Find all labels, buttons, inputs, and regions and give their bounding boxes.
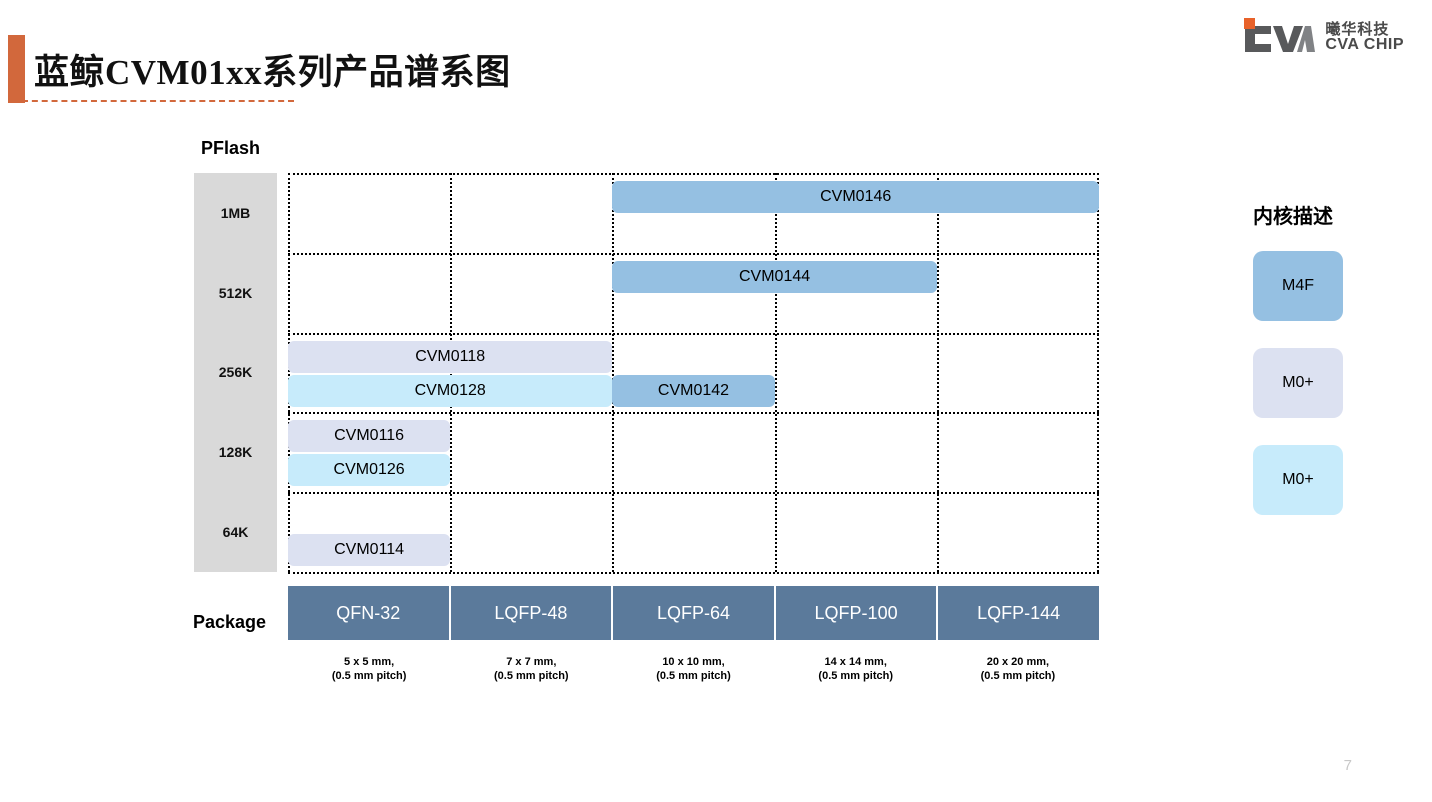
title-dashed-underline xyxy=(22,100,294,102)
logo-orange-square-icon xyxy=(1244,18,1256,29)
package-cell-label: LQFP-144 xyxy=(977,602,1061,623)
package-dimension-pitch: (0.5 mm pitch) xyxy=(331,670,407,683)
grid-line-horizontal xyxy=(288,173,1099,175)
package-dimension-size: 7 x 7 mm, xyxy=(506,656,557,668)
grid-line-horizontal xyxy=(288,412,1099,415)
package-dimension-lqfp-144: 20 x 20 mm, (0.5 mm pitch) xyxy=(937,655,1099,695)
package-dimension-size: 14 x 14 mm, xyxy=(824,656,887,668)
package-dimension-qfn-32: 5 x 5 mm, (0.5 mm pitch) xyxy=(288,655,450,695)
package-dimension-lqfp-100: 14 x 14 mm, (0.5 mm pitch) xyxy=(775,655,937,695)
page-number: 7 xyxy=(1343,757,1352,774)
pflash-tick-1mb: 1MB xyxy=(220,204,251,221)
legend-title: 内核描述 xyxy=(1253,206,1333,228)
pflash-tick-64k: 64K xyxy=(222,524,249,541)
pflash-tick-256k: 256K xyxy=(218,364,253,381)
package-dimension-size: 5 x 5 mm, xyxy=(344,656,395,668)
package-cell-qfn-32[interactable]: QFN-32 xyxy=(288,586,451,640)
product-bar-label: CVM0144 xyxy=(739,267,811,285)
legend-swatch-1: M0+ xyxy=(1253,348,1343,418)
grid-line-vertical xyxy=(936,173,939,572)
legend-swatch-label: M0+ xyxy=(1282,374,1314,391)
grid-line-horizontal xyxy=(288,252,1099,255)
logo-company-en: CVA CHIP xyxy=(1325,36,1404,54)
package-dimension-size: 20 x 20 mm, xyxy=(986,656,1050,668)
product-bar-cvm0144[interactable]: CVM0144 xyxy=(612,260,937,293)
package-cell-label: LQFP-48 xyxy=(494,602,568,623)
pflash-tick-128k: 128K xyxy=(218,444,253,461)
package-cell-lqfp-48[interactable]: LQFP-48 xyxy=(450,586,614,640)
product-bar-label: CVM0114 xyxy=(334,541,405,559)
product-bar-label: CVM0142 xyxy=(657,381,730,399)
product-bar-label: CVM0116 xyxy=(334,427,405,445)
legend-swatch-label: M4F xyxy=(1282,277,1314,294)
grid-line-horizontal xyxy=(288,492,1099,495)
product-bar-label: CVM0126 xyxy=(333,461,405,479)
product-bar-label: CVM0128 xyxy=(414,381,486,399)
package-dimension-pitch: (0.5 mm pitch) xyxy=(980,670,1056,683)
product-bar-cvm0116[interactable]: CVM0116 xyxy=(288,420,451,453)
package-cell-lqfp-144[interactable]: LQFP-144 xyxy=(938,586,1099,640)
cva-logo-icon xyxy=(1241,18,1316,58)
logo-company-cn: 曦华科技 xyxy=(1325,20,1390,38)
product-bar-cvm0142[interactable]: CVM0142 xyxy=(612,374,775,407)
package-cell-lqfp-64[interactable]: LQFP-64 xyxy=(613,586,776,640)
product-bar-cvm0128[interactable]: CVM0128 xyxy=(288,374,613,407)
grid-line-horizontal xyxy=(288,332,1099,335)
package-dimension-lqfp-64: 10 x 10 mm, (0.5 mm pitch) xyxy=(612,655,774,695)
legend-swatch-0: M4F xyxy=(1253,251,1343,321)
logo-wordmark: 曦华科技 CVA CHIP xyxy=(1325,20,1404,55)
package-dimension-size: 10 x 10 mm, xyxy=(662,656,725,668)
legend-swatch-2: M0+ xyxy=(1253,445,1343,515)
pflash-scale-column: 1MB 512K 256K 128K 64K xyxy=(194,173,277,572)
product-bar-label: CVM0118 xyxy=(415,347,486,365)
package-dimension-pitch: (0.5 mm pitch) xyxy=(494,670,569,683)
package-dimension-pitch: (0.5 mm pitch) xyxy=(656,670,731,683)
product-bar-cvm0114[interactable]: CVM0114 xyxy=(288,534,451,567)
package-header-row: QFN-32 LQFP-48 LQFP-64 LQFP-100 LQFP-144 xyxy=(288,586,1099,640)
grid-line-vertical xyxy=(1097,173,1099,572)
cva-mark-svg xyxy=(1245,26,1316,52)
page-title: 蓝鲸CVM01xx系列产品谱系图 xyxy=(34,53,511,92)
package-cell-label: LQFP-100 xyxy=(814,602,898,623)
product-bar-cvm0146[interactable]: CVM0146 xyxy=(612,181,1099,213)
package-cell-label: QFN-32 xyxy=(336,602,401,623)
product-bar-cvm0118[interactable]: CVM0118 xyxy=(288,340,613,373)
package-cell-lqfp-100[interactable]: LQFP-100 xyxy=(775,586,939,640)
package-dimension-lqfp-48: 7 x 7 mm, (0.5 mm pitch) xyxy=(450,655,612,695)
package-dimensions-row: 5 x 5 mm, (0.5 mm pitch) 7 x 7 mm, (0.5 mm … xyxy=(288,655,1099,695)
grid-line-vertical xyxy=(612,173,615,572)
pflash-tick-512k: 512K xyxy=(218,284,253,301)
title-accent-bar xyxy=(8,35,25,103)
brand-logo: 曦华科技 CVA CHIP xyxy=(1241,18,1404,58)
product-bar-label: CVM0146 xyxy=(820,188,892,205)
product-bar-cvm0126[interactable]: CVM0126 xyxy=(288,454,451,487)
package-cell-label: LQFP-64 xyxy=(656,602,730,623)
pflash-axis-label: PFlash xyxy=(201,138,261,158)
grid-line-vertical xyxy=(288,173,290,572)
grid-line-horizontal xyxy=(288,572,1099,574)
package-dimension-pitch: (0.5 mm pitch) xyxy=(818,670,893,683)
grid-line-vertical xyxy=(774,173,777,572)
package-axis-label: Package xyxy=(193,612,267,632)
legend-swatch-label: M0+ xyxy=(1282,471,1314,488)
